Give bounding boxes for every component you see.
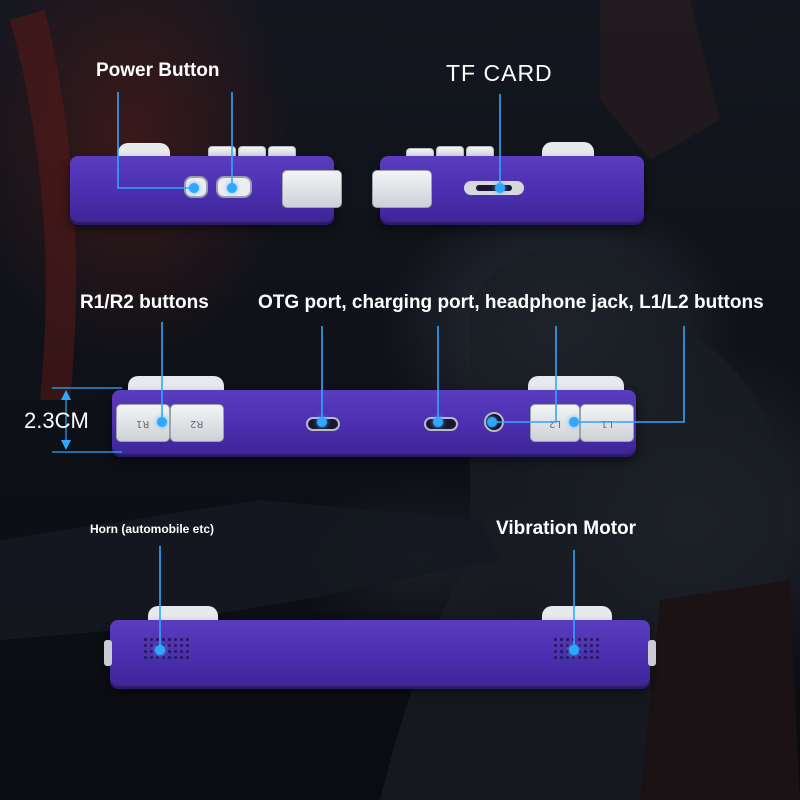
- side-bumper: [372, 170, 432, 208]
- vibration-motor-label: Vibration Motor: [496, 518, 637, 539]
- callout-dot: [317, 417, 327, 427]
- callout-dot: [569, 417, 579, 427]
- r2-button: R2: [170, 404, 224, 442]
- device-body: [110, 620, 650, 686]
- device-top-right: [372, 140, 644, 230]
- dpad-top: [542, 142, 594, 158]
- side-rail-right: [648, 640, 656, 666]
- l2-label: L2: [549, 417, 561, 429]
- tf-card-slot-opening: [476, 185, 512, 191]
- r1-label: R1: [136, 417, 150, 429]
- callout-dot: [189, 183, 199, 193]
- callout-dot: [569, 645, 579, 655]
- shoulder-right: [542, 606, 612, 624]
- rifle-silhouette: [0, 500, 500, 640]
- callout-dot: [157, 417, 167, 427]
- ports-label: OTG port, charging port, headphone jack,…: [258, 292, 764, 313]
- power-button-label: Power Button: [96, 60, 220, 81]
- callout-dot: [433, 417, 443, 427]
- side-rail-left: [104, 640, 112, 666]
- callout-dot: [227, 183, 237, 193]
- callout-dot: [495, 183, 505, 193]
- crate-silhouette: [640, 580, 800, 800]
- callout-dot: [155, 645, 165, 655]
- robot-silhouette: [600, 0, 720, 160]
- l1-button: L1: [580, 404, 634, 442]
- horn-label: Horn (automobile etc): [90, 522, 215, 536]
- horn-speaker-grille: [144, 638, 189, 659]
- tf-card-label: TF CARD: [446, 60, 553, 86]
- device-back: [104, 600, 656, 700]
- side-bumper: [282, 170, 342, 208]
- r1r2-label: R1/R2 buttons: [80, 292, 209, 313]
- r2-label: R2: [190, 417, 204, 429]
- red-rope-silhouette: [10, 10, 77, 400]
- device-top-left: [70, 140, 342, 230]
- shoulder-left: [148, 606, 218, 624]
- dimension-label: 2.3CM: [24, 408, 89, 433]
- device-bottom-edge: R1 R2 L2 L1: [110, 372, 640, 462]
- l1-label: L1: [601, 417, 613, 429]
- callout-dot: [487, 417, 497, 427]
